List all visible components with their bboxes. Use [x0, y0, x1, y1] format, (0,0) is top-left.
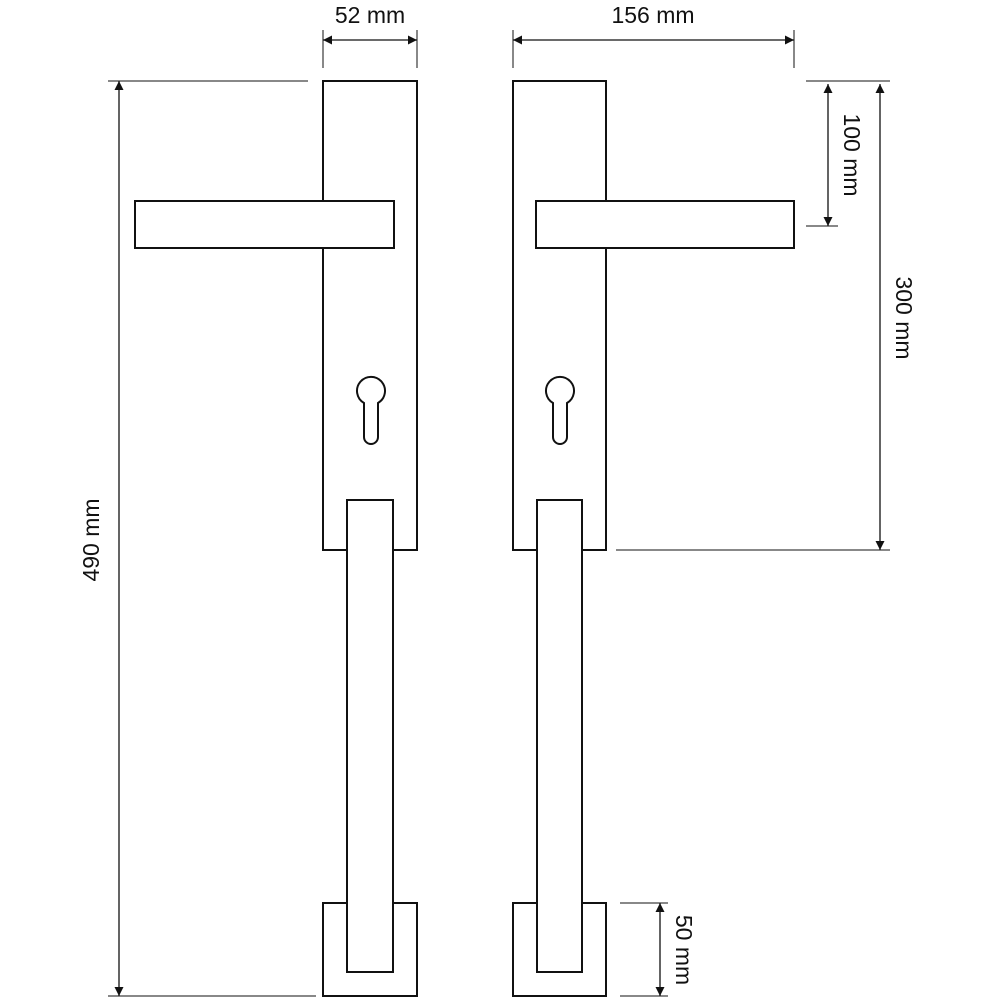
- side-pull-bar: [536, 499, 583, 973]
- side-upper-backplate: [512, 80, 607, 551]
- front-pull-bar: [346, 499, 394, 973]
- front-view: [134, 80, 418, 997]
- dimension-plate-width: 52 mm: [322, 2, 418, 68]
- side-lever-handle: [535, 200, 795, 249]
- side-view: [512, 80, 795, 997]
- bottom-rosette-label: 50 mm: [671, 915, 697, 985]
- dimension-bottom-rosette: 50 mm: [620, 902, 697, 997]
- dimension-overall-height: 490 mm: [78, 80, 316, 997]
- front-keyhole-icon: [356, 375, 386, 445]
- side-keyhole-icon: [545, 375, 575, 445]
- lever-to-top-label: 100 mm: [839, 113, 865, 196]
- front-upper-backplate: [322, 80, 418, 551]
- dimension-lever-to-top: 100 mm: [806, 80, 890, 227]
- plate-width-label: 52 mm: [335, 2, 405, 28]
- lever-projection-label: 156 mm: [611, 2, 694, 28]
- plate-height-label: 300 mm: [891, 276, 917, 359]
- overall-height-label: 490 mm: [78, 498, 104, 581]
- dimension-lever-projection: 156 mm: [512, 2, 795, 68]
- dimension-plate-height: 300 mm: [616, 84, 917, 551]
- front-lever-handle: [134, 200, 395, 249]
